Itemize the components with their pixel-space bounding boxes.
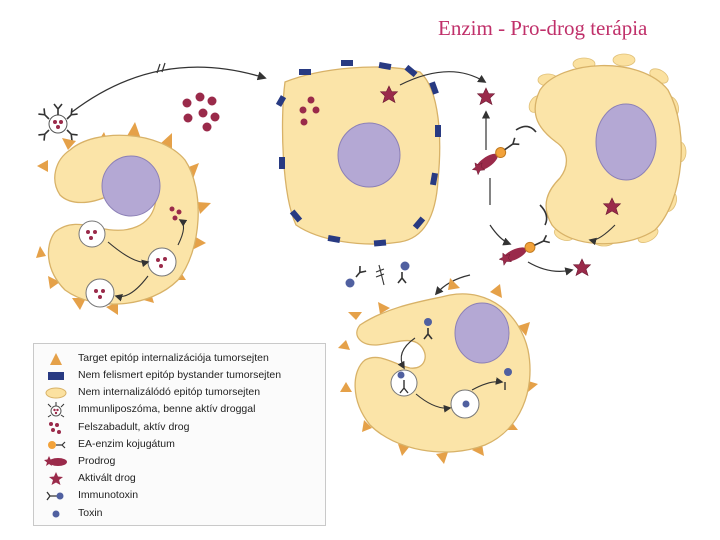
nucleus [101, 155, 161, 217]
break-mark [156, 62, 166, 74]
legend-label: Felszabadult, aktív drog [78, 421, 190, 433]
activated-drug-star-icon [49, 472, 63, 485]
legend-label: Immunotoxin [78, 489, 139, 501]
non-internalizing-tumor-cell [515, 53, 687, 247]
immunotoxin-target-cell [338, 278, 538, 464]
orange-triangle-icon [50, 353, 62, 365]
flow-arrow-mid [399, 71, 487, 86]
legend-label: Prodrog [78, 455, 116, 467]
nucleus [454, 302, 510, 364]
flow-arrow-top [71, 66, 267, 113]
legend-item: EA-enzim kojugátum [34, 437, 325, 453]
legend-item: Toxin [34, 506, 325, 522]
legend-label: Toxin [78, 507, 103, 519]
nucleus [595, 103, 657, 181]
legend-label: Aktivált drog [78, 472, 136, 484]
enzyme-prodrug-upper [469, 137, 520, 176]
legend-item: Target epitóp internalizációja tumorsejt… [34, 351, 325, 367]
immunotoxin-pair [345, 261, 410, 288]
legend-item: Immunliposzóma, benne aktív droggal [34, 402, 325, 418]
legend-label: Target epitóp internalizációja tumorsejt… [78, 352, 269, 364]
legend-label: Immunliposzóma, benne aktív droggal [78, 403, 256, 415]
immunoliposome-icon [47, 402, 65, 418]
blue-rectangle-icon [48, 372, 64, 380]
nucleus [337, 122, 401, 188]
released-drug-dots-icon [49, 422, 61, 434]
legend-label: EA-enzim kojugátum [78, 438, 175, 450]
legend-item: Nem felismert epitóp bystander tumorsejt… [34, 368, 325, 384]
released-drug [182, 92, 220, 132]
legend-item: Prodrog [34, 454, 325, 470]
legend: Target epitóp internalizációja tumorsejt… [33, 343, 326, 526]
enzyme-conjugate-icon [48, 441, 66, 449]
target-tumor-cell-left [36, 122, 211, 315]
legend-item: Aktivált drog [34, 471, 325, 487]
legend-item: Nem internalizálódó epitóp tumorsejten [34, 385, 325, 401]
immunotoxin-icon [46, 491, 64, 501]
prodrug-icon [44, 456, 67, 466]
page-title: Enzim - Pro-drog terápia [438, 16, 648, 40]
legend-label: Nem felismert epitóp bystander tumorsejt… [78, 369, 282, 381]
toxin-dot-icon [52, 510, 60, 518]
yellow-oval-icon [45, 387, 67, 399]
legend-item: Felszabadult, aktív drog [34, 420, 325, 436]
legend-label: Nem internalizálódó epitóp tumorsejten [78, 386, 261, 398]
enzyme-prodrug-lower [497, 234, 550, 267]
legend-item: Immunotoxin [34, 488, 325, 504]
immunoliposome [37, 103, 79, 142]
bystander-tumor-cell [275, 60, 441, 247]
